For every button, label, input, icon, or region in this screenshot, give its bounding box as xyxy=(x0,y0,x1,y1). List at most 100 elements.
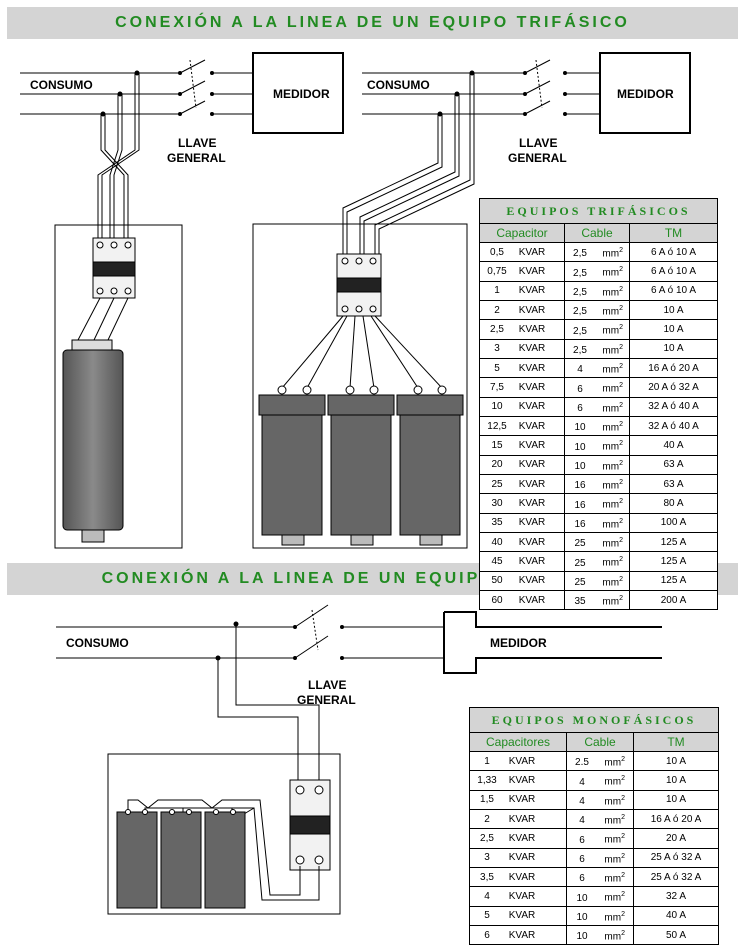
capacity-value: 4 xyxy=(484,890,490,902)
capacity-value: 2,5 xyxy=(490,323,504,335)
tm-value: 10 A xyxy=(629,338,718,359)
capacity-value: 40 xyxy=(491,536,503,548)
capacity-unit: KVAR xyxy=(518,536,546,548)
tm-value: 32 A ó 40 A xyxy=(629,396,718,417)
tm-value: 200 A xyxy=(629,589,718,611)
tm-value: 20 A ó 32 A xyxy=(629,377,718,398)
mono-table-title: EQUIPOS MONOFÁSICOS xyxy=(469,707,719,733)
tm-value: 16 A ó 20 A xyxy=(629,357,718,379)
tri-header-tm: TM xyxy=(629,223,718,243)
tm-value: 10 A xyxy=(633,750,719,772)
cable-unit: mm2 xyxy=(602,459,623,472)
tm-value: 6 A ó 10 A xyxy=(629,261,718,282)
capacity-value: 0,5 xyxy=(490,246,504,258)
tri-title: CONEXIÓN A LA LINEA DE UN EQUIPO TRIFÁSI… xyxy=(7,7,738,39)
capacity-value: 1 xyxy=(494,285,500,297)
cable-unit: mm2 xyxy=(602,401,623,414)
capacity-value: 25 xyxy=(491,478,503,490)
mono-table: EQUIPOS MONOFÁSICOS Capacitores Cable TM… xyxy=(469,707,719,945)
capacity-value: 5 xyxy=(484,910,490,922)
cable-value: 2,5 xyxy=(573,248,587,260)
cable-value: 16 xyxy=(574,480,586,492)
cable-value: 2,5 xyxy=(573,286,587,298)
capacity-value: 50 xyxy=(491,575,503,587)
capacity-value: 6 xyxy=(484,929,490,941)
mono-consumo-label: CONSUMO xyxy=(66,636,129,650)
tm-value: 25 A ó 32 A xyxy=(633,866,719,888)
cable-unit: mm2 xyxy=(602,498,623,511)
capacity-unit: KVAR xyxy=(508,813,536,825)
cable-unit: mm2 xyxy=(604,852,625,865)
capacity-unit: KVAR xyxy=(508,755,536,767)
capacity-value: 45 xyxy=(491,555,503,567)
tm-value: 125 A xyxy=(629,531,718,553)
capacity-value: 30 xyxy=(491,497,503,509)
cable-value: 6 xyxy=(579,834,585,846)
capacity-unit: KVAR xyxy=(518,575,546,587)
capacity-unit: KVAR xyxy=(518,265,546,277)
cable-value: 6 xyxy=(579,853,585,865)
tri-right-consumo-label: CONSUMO xyxy=(367,78,430,92)
capacity-unit: KVAR xyxy=(518,246,546,258)
cable-value: 10 xyxy=(576,931,588,943)
capacity-unit: KVAR xyxy=(518,362,546,374)
mono-capacitors-icon xyxy=(116,809,246,909)
tri-left-medidor-label: MEDIDOR xyxy=(273,87,330,101)
cable-unit: mm2 xyxy=(604,833,625,846)
capacity-unit: KVAR xyxy=(518,323,546,335)
cable-unit: mm2 xyxy=(602,594,623,608)
capacity-value: 12,5 xyxy=(487,420,507,432)
cable-unit: mm2 xyxy=(602,343,623,356)
tm-value: 10 A xyxy=(633,789,719,810)
cable-unit: mm2 xyxy=(604,871,625,885)
cable-value: 16 xyxy=(574,499,586,511)
capacity-unit: KVAR xyxy=(518,285,546,297)
capacity-unit: KVAR xyxy=(508,794,536,806)
capacity-unit: KVAR xyxy=(518,304,546,316)
cable-unit: mm2 xyxy=(602,575,623,588)
capacity-unit: KVAR xyxy=(518,594,546,606)
cable-value: 10 xyxy=(574,460,586,472)
capacity-value: 1 xyxy=(484,755,490,767)
tm-value: 100 A xyxy=(629,512,718,533)
tri-right-capacitors-icon xyxy=(258,385,464,546)
capacity-value: 3 xyxy=(494,343,500,355)
tm-value: 125 A xyxy=(629,570,718,591)
tri-left-general-label: GENERAL xyxy=(167,151,226,165)
cable-value: 4 xyxy=(577,364,583,376)
cable-value: 2.5 xyxy=(575,757,589,769)
cable-unit: mm2 xyxy=(602,382,623,395)
cable-value: 4 xyxy=(579,815,585,827)
tri-left-capacitor-icon xyxy=(62,339,124,543)
tri-right-line-diagram xyxy=(252,52,691,549)
tri-header-capacitor: Capacitor xyxy=(479,223,565,243)
cable-unit: mm2 xyxy=(602,247,623,260)
cable-value: 2,5 xyxy=(573,325,587,337)
cable-unit: mm2 xyxy=(602,420,623,434)
tri-left-line-diagram xyxy=(20,52,344,549)
cable-unit: mm2 xyxy=(602,536,623,550)
tm-value: 10 A xyxy=(633,770,719,791)
capacity-value: 20 xyxy=(491,459,503,471)
capacity-unit: KVAR xyxy=(508,929,536,941)
cable-value: 2,5 xyxy=(573,267,587,279)
tm-value: 32 A ó 40 A xyxy=(629,415,718,437)
cable-unit: mm2 xyxy=(602,556,623,569)
capacity-unit: KVAR xyxy=(518,497,546,509)
cable-value: 16 xyxy=(574,518,586,530)
tri-right-llave-label: LLAVE xyxy=(519,136,557,150)
